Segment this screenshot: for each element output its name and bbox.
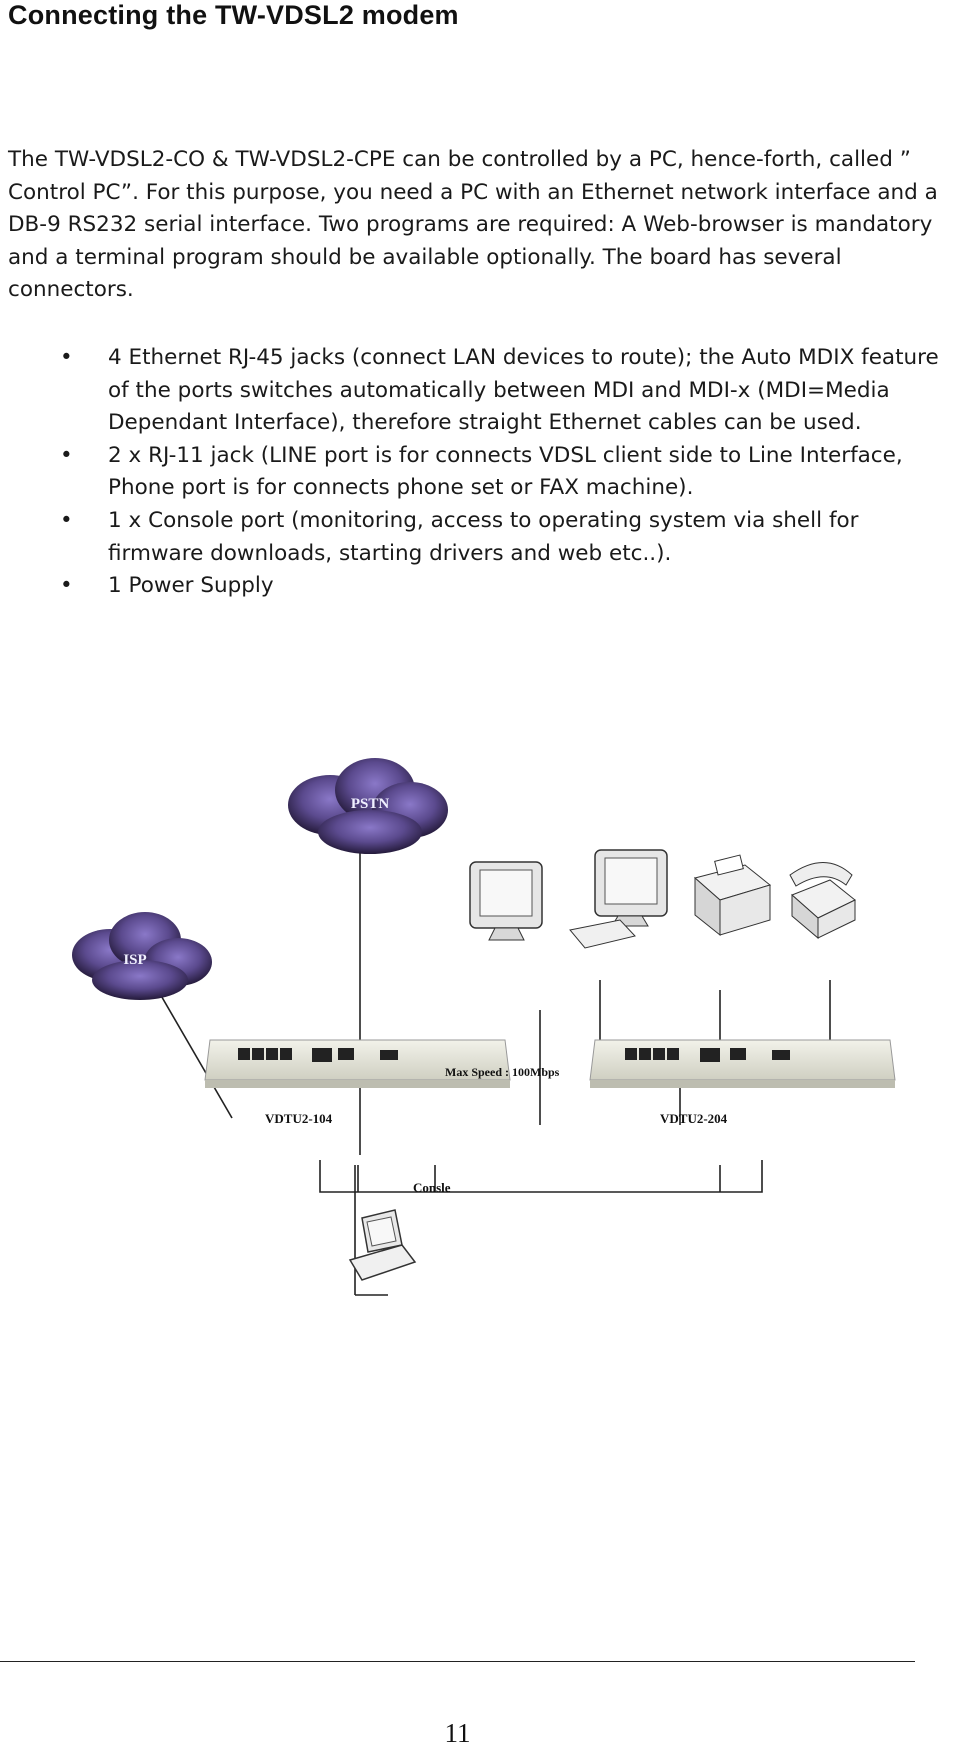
bullet-icon: • [60,345,73,370]
modem-left [204,1039,511,1088]
intro-paragraph: The TW-VDSL2-CO & TW-VDSL2-CPE can be co… [8,147,938,303]
laptop-icon [348,1209,417,1281]
footer-divider [0,1661,915,1662]
list-item-text: 4 Ethernet RJ-45 jacks (connect LAN devi… [108,345,939,436]
list-item: • 4 Ethernet RJ-45 jacks (connect LAN dev… [0,342,960,440]
network-diagram: PSTN ISP [72,758,896,1296]
max-speed-label: Max Speed : 100Mbps [445,1065,560,1079]
isp-cloud: ISP [72,912,212,1000]
pstn-cloud: PSTN [288,758,448,854]
console-label: Consle [413,1180,451,1195]
connector-list: • 4 Ethernet RJ-45 jacks (connect LAN dev… [0,342,960,603]
list-item-text: 1 Power Supply [108,573,274,599]
computer-icon [569,849,668,949]
device-left-label: VDTU2-104 [265,1111,333,1126]
printer-icon [693,854,772,937]
bullet-icon: • [60,507,73,533]
bullet-icon: • [60,442,73,468]
list-item-text: 2 x RJ-11 jack (LINE port is for connect… [108,442,903,501]
isp-label: ISP [123,952,146,968]
pstn-label: PSTN [351,796,390,812]
list-item: • 1 x Console port (monitoring, access to… [0,505,960,570]
device-right-label: VDTU2-204 [660,1111,728,1126]
list-item: • 1 Power Supply [0,570,960,603]
phone-icon [789,862,856,940]
section-heading: Connecting the TW-VDSL2 modem [8,0,459,30]
modem-right [589,1039,896,1088]
monitor-icon [469,861,543,941]
page-number: 11 [444,1718,471,1748]
bullet-icon: • [60,573,73,599]
list-item-text: 1 x Console port (monitoring, access to … [108,507,859,566]
list-item: • 2 x RJ-11 jack (LINE port is for connec… [0,440,960,505]
